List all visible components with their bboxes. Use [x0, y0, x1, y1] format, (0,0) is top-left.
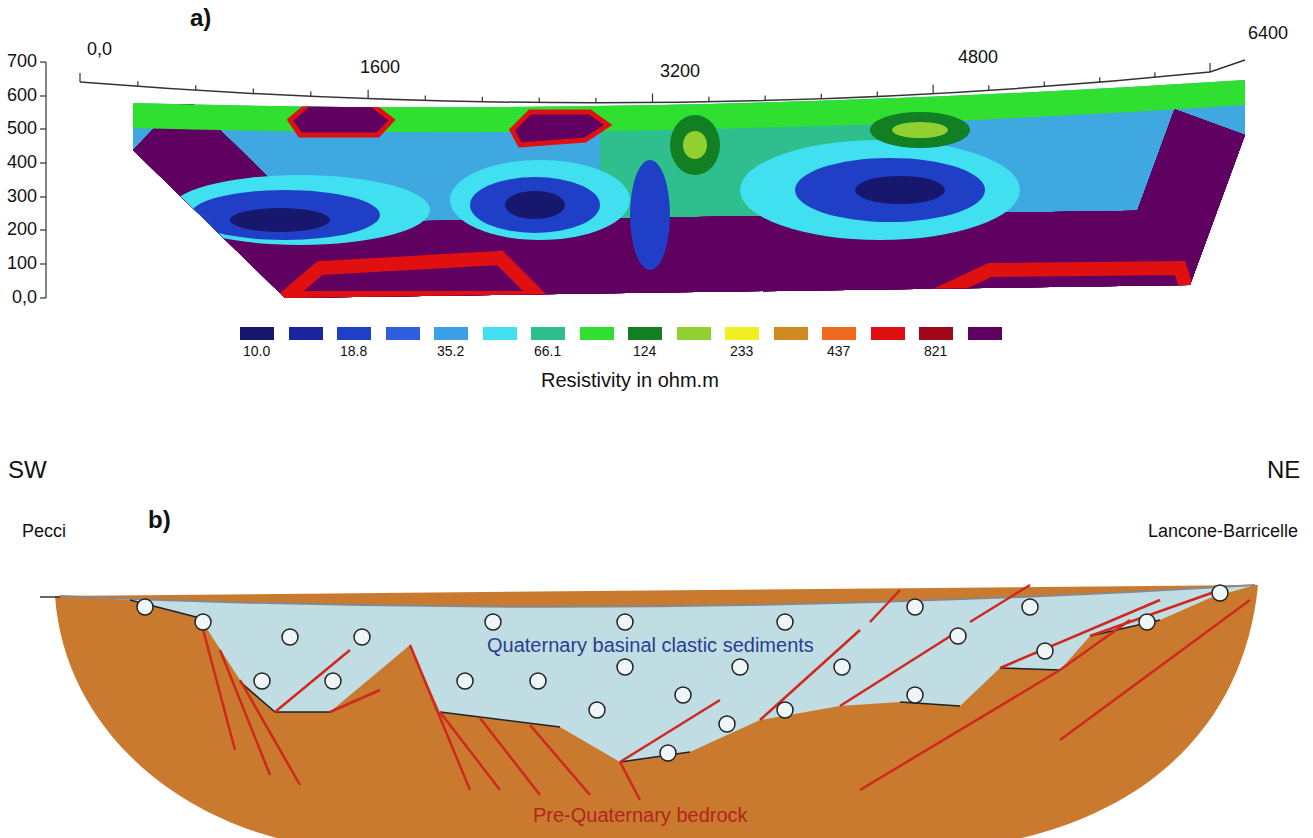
text-label: 6400 [1248, 24, 1288, 44]
legend-swatch [822, 327, 856, 340]
text-label: 700 [7, 52, 37, 72]
clast-symbols [137, 585, 1228, 761]
region-label-box: Quaternary basinal clastic sediments [483, 633, 818, 657]
sediment-area [60, 585, 1255, 762]
region-name: Quaternary basinal clastic sediments [483, 633, 818, 657]
legend-swatch [240, 327, 274, 340]
region-name: Pre-Quaternary bedrock [529, 803, 752, 827]
legend-swatch [531, 327, 565, 340]
legend-value: 18.8 [340, 344, 367, 359]
legend-value: 124 [633, 344, 656, 359]
legend-value: 437 [827, 344, 850, 359]
step-contacts [130, 600, 1160, 762]
fault-lines [200, 585, 1250, 800]
ground-surface [60, 585, 1255, 607]
text-label: 300 [7, 187, 37, 207]
text-label: SW [8, 457, 47, 483]
text-label: 3200 [660, 62, 700, 82]
legend-swatch-step [580, 327, 614, 340]
bedrock-area [55, 585, 1258, 838]
legend-value: 35.2 [437, 344, 464, 359]
depth-ticks [40, 62, 46, 298]
text-label: a) [190, 5, 211, 31]
text-label: NE [1267, 457, 1300, 483]
legend-value: 233 [730, 344, 753, 359]
legend-swatch-step [289, 327, 323, 340]
legend-swatch-step [386, 327, 420, 340]
text-label: Resistivity in ohm.m [541, 369, 719, 391]
legend-swatch [434, 327, 468, 340]
text-label: 200 [7, 220, 37, 240]
legend-swatch [337, 327, 371, 340]
text-label: b) [148, 507, 171, 533]
legend-swatch [628, 327, 662, 340]
text-label: 600 [7, 86, 37, 106]
text-label: 1600 [360, 58, 400, 78]
text-label: 0,0 [12, 288, 37, 308]
region-label-box: Pre-Quaternary bedrock [529, 803, 752, 827]
text-label: 4800 [958, 48, 998, 68]
legend-swatch-step [871, 327, 905, 340]
text-label: 500 [7, 119, 37, 139]
legend-value: 66.1 [534, 344, 561, 359]
text-label: 0,0 [87, 40, 112, 60]
depth-axis [45, 62, 46, 298]
text-label: 100 [7, 254, 37, 274]
text-label: Lancone-Barricelle [1148, 522, 1298, 542]
resistivity-section [120, 60, 1260, 310]
legend-swatch-step [677, 327, 711, 340]
legend-swatch-step [968, 327, 1002, 340]
legend-value: 10.0 [243, 344, 270, 359]
legend-swatch [725, 327, 759, 340]
legend-swatch-step [483, 327, 517, 340]
legend-swatch-step [774, 327, 808, 340]
legend-swatch [919, 327, 953, 340]
legend-value: 821 [924, 344, 947, 359]
text-label: Pecci [22, 522, 66, 542]
text-label: 400 [7, 153, 37, 173]
